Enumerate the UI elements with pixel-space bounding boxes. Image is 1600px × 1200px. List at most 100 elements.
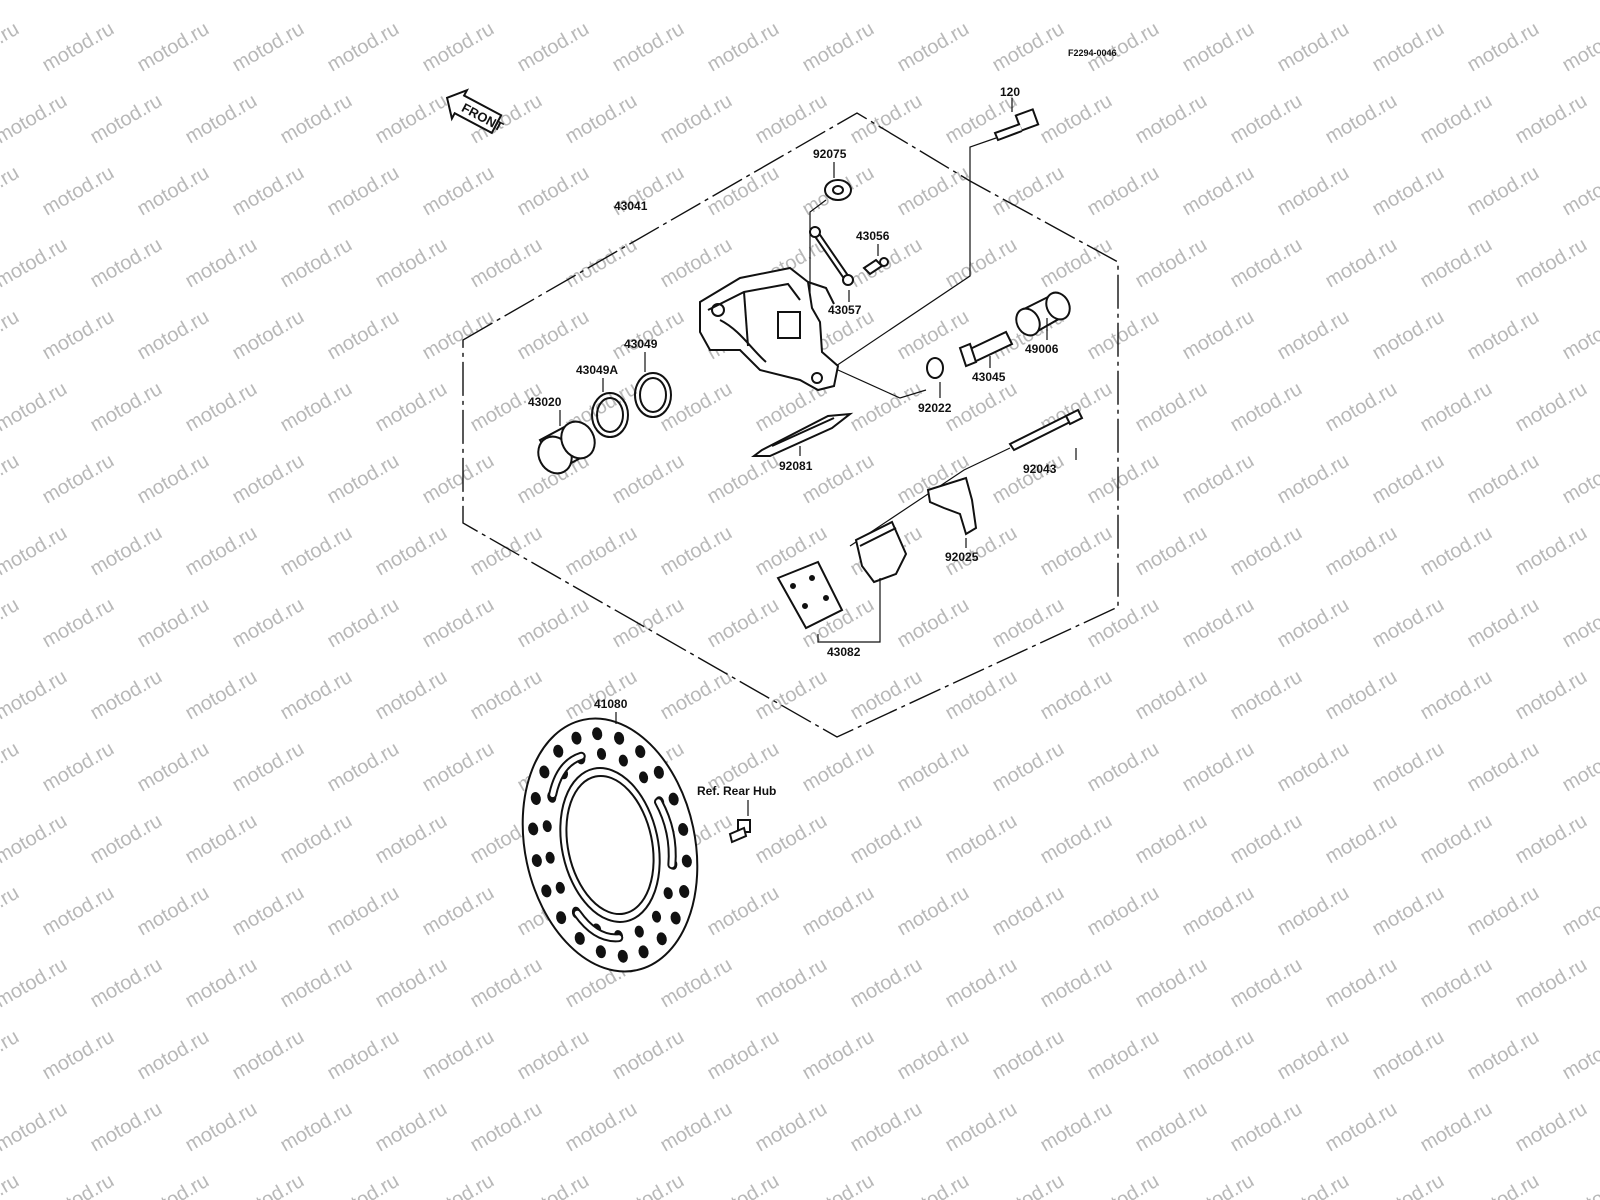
watermark-text: motod.ru [1084,450,1163,509]
watermark-text: motod.ru [1559,1170,1600,1200]
watermark-text: motod.ru [372,522,451,581]
disc-hole [678,823,689,836]
watermark-text: motod.ru [942,810,1021,869]
watermark-text: motod.ru [609,18,688,77]
watermark-text: motod.ru [1417,234,1496,293]
watermark-text: motod.ru [419,738,498,797]
figure-code: F2294-0046 [1068,48,1117,58]
watermark-text: motod.ru [704,1026,783,1085]
watermark-text: motod.ru [894,594,973,653]
disc-hole [638,771,649,784]
watermark-text: motod.ru [277,378,356,437]
hub-bolt [728,819,751,844]
watermark-text: motod.ru [562,0,641,4]
watermark-text: motod.ru [1179,18,1258,77]
watermark-text: motod.ru [1369,450,1448,509]
disc-hole [595,945,606,959]
watermark-text: motod.ru [799,738,878,797]
watermark-text: motod.ru [1132,810,1211,869]
watermark-text: motod.ru [799,1026,878,1085]
disc-hole [596,748,607,760]
watermark-text: motod.ru [1227,666,1306,725]
watermark-text: motod.ru [277,954,356,1013]
watermark-text: motod.ru [1227,954,1306,1013]
watermark-text: motod.ru [1037,234,1116,293]
watermark-text: motod.ru [0,378,71,437]
watermark-text: motod.ru [0,954,71,1013]
label-43041: 43041 [614,199,648,213]
watermark-text: motod.ru [324,1170,403,1200]
watermark-text: motod.ru [324,594,403,653]
watermark-text: motod.ru [1274,594,1353,653]
label-ref-rear-hub: Ref. Rear Hub [697,784,776,798]
watermark-text: motod.ru [1417,666,1496,725]
watermark-text: motod.ru [989,594,1068,653]
watermark-text: motod.ru [1512,378,1591,437]
caliper-body [699,266,840,392]
watermark-text: motod.ru [1274,882,1353,941]
spring-92081 [751,412,854,457]
watermark-text: motod.ru [942,954,1021,1013]
watermark-text: motod.ru [182,810,261,869]
clip-92025 [926,476,978,536]
watermark-text: motod.ru [894,306,973,365]
watermark-text: motod.ru [134,450,213,509]
label-43082: 43082 [827,645,861,659]
watermark-text: motod.ru [1512,1098,1591,1157]
watermark-text: motod.ru [1322,1098,1401,1157]
watermark-text: motod.ru [0,594,23,653]
watermark-text: motod.ru [0,1098,71,1157]
watermark-text: motod.ru [277,1098,356,1157]
watermark-text: motod.ru [657,90,736,149]
label-43049A: 43049A [576,363,618,377]
watermark-text: motod.ru [657,666,736,725]
watermark-text: motod.ru [1179,1026,1258,1085]
watermark-text: motod.ru [1179,738,1258,797]
watermark-text: motod.ru [39,306,118,365]
watermark-text: motod.ru [704,162,783,221]
watermark-text: motod.ru [1179,882,1258,941]
disc-hole [555,881,565,894]
watermark-text: motod.ru [229,306,308,365]
watermark-text: motod.ru [894,738,973,797]
watermark-text: motod.ru [704,882,783,941]
watermark-text: motod.ru [799,882,878,941]
disc-hole [651,910,662,923]
watermark-text: motod.ru [847,954,926,1013]
watermark-text: motod.ru [229,882,308,941]
brake-pad-inner [854,520,908,584]
disc-hole [614,731,625,745]
watermark-text: motod.ru [1132,1098,1211,1157]
watermark-text: motod.ru [1274,306,1353,365]
watermark-text: motod.ru [0,810,71,869]
watermark-text: motod.ru [1464,306,1543,365]
disc-hole [574,931,585,945]
watermark-text: motod.ru [277,810,356,869]
watermark-text: motod.ru [229,1026,308,1085]
watermark-text: motod.ru [39,738,118,797]
watermark-text: motod.ru [1132,954,1211,1013]
watermark-text: motod.ru [799,1170,878,1200]
disc-hole [530,792,541,805]
watermark-text: motod.ru [1369,1026,1448,1085]
bleed-valve-43056 [862,257,889,276]
watermark-text: motod.ru [1037,954,1116,1013]
boot-49006 [1015,291,1071,337]
watermark-text: motod.ru [0,1170,23,1200]
watermark-text: motod.ru [1179,450,1258,509]
watermark-text: motod.ru [847,0,926,4]
disc-hole [541,884,552,898]
watermark-text: motod.ru [182,522,261,581]
brake-pad-outer [776,560,844,630]
watermark-text: motod.ru [0,522,71,581]
watermark-text: motod.ru [752,810,831,869]
watermark-text: motod.ru [1179,594,1258,653]
watermark-text: motod.ru [467,522,546,581]
label-120: 120 [1000,85,1020,99]
watermark-text: motod.ru [1037,1098,1116,1157]
watermark-text: motod.ru [942,1098,1021,1157]
watermark-text: motod.ru [87,234,166,293]
watermark-text: motod.ru [1512,522,1591,581]
disc-slot [550,753,584,798]
